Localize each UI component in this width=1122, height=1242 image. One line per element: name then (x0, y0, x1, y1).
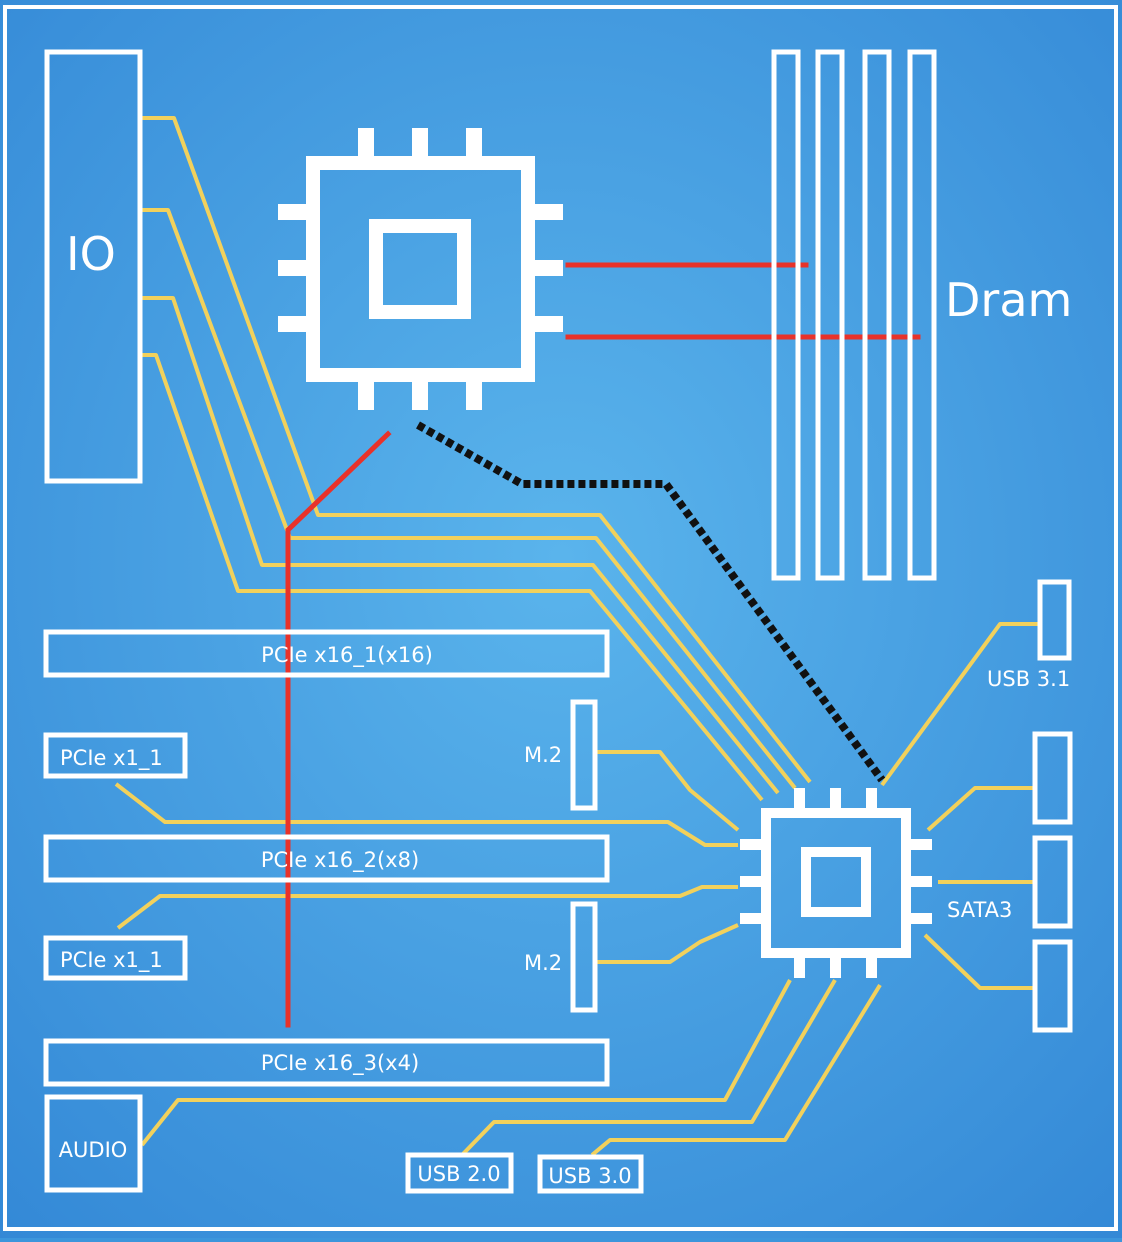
dram-slots (771, 49, 937, 581)
pcie-x16-3-label: PCIe x16_3(x4) (261, 1051, 419, 1076)
trace-usb20 (460, 978, 837, 1157)
trace-sata-3 (923, 933, 1035, 990)
trace-m2-a (596, 750, 740, 832)
dram-slot-4 (907, 49, 937, 581)
usb31-port (1037, 579, 1072, 661)
cpu-traces (285, 262, 921, 1028)
board-outline (3, 5, 1118, 1231)
pch-traces (114, 116, 1040, 1157)
m2-a-label: M.2 (524, 743, 562, 767)
usb31-label: USB 3.1 (987, 667, 1070, 691)
pcie-x16-1-slot (43, 629, 610, 678)
pcie-x16-1-label: PCIe x16_1(x16) (261, 643, 433, 668)
dram-slot-1 (771, 49, 801, 581)
trace-audio (140, 979, 792, 1147)
sata3-port-3 (1032, 939, 1073, 1033)
usb30-port (537, 1154, 644, 1194)
trace-cpu-pcie (285, 430, 392, 1028)
cpu-chip-icon (278, 128, 563, 410)
pch-chip-icon (740, 788, 932, 978)
io-label: IO (66, 227, 116, 281)
sata3-port-2 (1032, 835, 1073, 929)
trace-io-3 (142, 296, 780, 795)
sata3-ports (1032, 731, 1073, 1033)
trace-m2-b (596, 923, 739, 964)
trace-sata-1 (926, 786, 1035, 832)
pcie-x16-3-slot (43, 1038, 610, 1087)
usb20-label: USB 2.0 (417, 1162, 500, 1186)
pcie-x16-2-slot (43, 834, 610, 883)
pcie-x16-2-label: PCIe x16_2(x8) (261, 848, 419, 873)
usb30-label: USB 3.0 (548, 1164, 631, 1188)
audio-block (44, 1094, 143, 1193)
trace-io-4 (142, 353, 764, 802)
trace-dmi (416, 421, 886, 783)
pcie-x1-a-label: PCIe x1_1 (60, 746, 163, 771)
dram-slot-2 (815, 49, 845, 581)
dram-label: Dram (945, 273, 1072, 327)
trace-pcie-x1-a (114, 782, 738, 847)
sata3-port-1 (1032, 731, 1073, 825)
m2-b-label: M.2 (524, 951, 562, 975)
io-block (44, 49, 143, 484)
pcie-x16-slots (43, 629, 610, 1087)
trace-pcie-x1-b (116, 885, 738, 930)
usb20-port (405, 1152, 514, 1194)
m2-a-slot (570, 699, 598, 811)
m2-b-slot (570, 901, 598, 1013)
dram-slot-3 (862, 49, 892, 581)
trace-usb31 (880, 622, 1040, 787)
pcie-x1-b-slot (43, 935, 188, 981)
sata3-label: SATA3 (947, 898, 1012, 922)
trace-io-1 (142, 116, 812, 784)
trace-usb30 (590, 983, 882, 1157)
pcie-x1-b-label: PCIe x1_1 (60, 948, 163, 973)
audio-label: AUDIO (59, 1138, 128, 1162)
pcie-x1-a-slot (43, 732, 188, 779)
